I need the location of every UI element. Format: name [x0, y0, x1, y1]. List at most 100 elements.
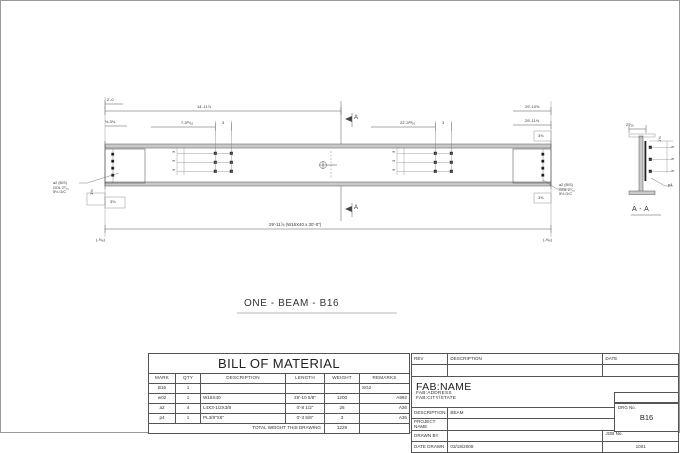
bom-cell-mark: B16 — [148, 382, 176, 394]
dim-edge-distance: 1¾ — [89, 189, 94, 195]
fab-city-state: FAB:CITY/STATE — [416, 396, 457, 402]
dim-bolt-spacing-2: 3 — [171, 159, 176, 162]
bom-cell-weight: 26 — [324, 402, 360, 414]
dim-top-left-small: 2'-0 — [107, 97, 114, 102]
bom-total-row: TOTAL WEIGHT THIS DRAWING 1229 — [148, 422, 410, 434]
note-right-connection: a2 (B/S) GOL 2⁷⁄₁₆ 5⅛ G/C — [559, 183, 575, 197]
bom-cell-length — [285, 382, 325, 394]
bom-col-description: DESCRIPTION — [200, 373, 286, 384]
bom-title: BILL OF MATERIAL — [148, 353, 410, 374]
bom-cell-mark: a2 — [148, 402, 176, 414]
dim-section-edge: 1¾ — [657, 136, 662, 142]
dim-right-edge-bottom: 3⅝ — [538, 195, 544, 200]
bom-cell-qty: 4 — [175, 402, 201, 414]
rev-row-rev — [410, 364, 449, 377]
bom-total-weight: 1229 — [324, 422, 360, 434]
bom-cell-mark: p4 — [148, 412, 176, 424]
dim-overall-length: 29'-11⅞ (W16X40 x 30'-0") — [269, 222, 322, 227]
rev-header-date: DATE — [602, 353, 679, 365]
bom-cell-qty: 1 — [175, 392, 201, 404]
field-value-date-drawn: 03/18/2008 — [447, 441, 604, 453]
bom-cell-weight: 1200 — [324, 392, 360, 404]
bom-cell-length: 0'-8 1/2" — [285, 402, 325, 414]
dim-first-group-spacing: 3 — [222, 120, 225, 125]
bom-col-weight: WEIGHT — [324, 373, 360, 384]
bom-cell-description: L4X3-1/2X3/8 — [200, 402, 286, 414]
drg-spacer-cell — [614, 392, 679, 403]
rev-row-date — [602, 364, 679, 377]
dim-first-bolt-group: 7-3¹¹⁄₁₆ — [181, 120, 194, 125]
bom-cell-weight: 3 — [324, 412, 360, 424]
dim-bolt-spacing-4: 3 — [391, 150, 396, 153]
fab-name: FAB:NAME — [416, 380, 472, 393]
bom-cell-remarks: A36 — [359, 412, 410, 424]
dim-right-overall-lower: 29'-11⅛ — [525, 118, 540, 123]
bill-of-material-table: BILL OF MATERIAL MARK QTY DESCRIPTION LE… — [148, 353, 410, 434]
bom-col-qty: QTY — [175, 373, 201, 384]
bom-cell-remarks: A36 — [359, 402, 410, 414]
section-part-tag: p4 — [668, 182, 673, 187]
bom-col-remarks: REMARKS — [359, 373, 410, 384]
rev-header-rev: REV — [410, 353, 449, 365]
table-row: p4 1 PL3/8"X6" 0'-3 5/8" 3 A36 — [148, 412, 410, 424]
dim-bolt-spacing-3: 3 — [171, 168, 176, 171]
dim-right-overall-upper: 29'-10⅝ — [525, 104, 540, 109]
bom-cell-description: W16X40 — [200, 392, 286, 404]
field-label-drawn-by: DRAWN BY — [410, 430, 449, 443]
bom-cell-remarks: A992 — [359, 392, 410, 404]
bom-cell-description — [200, 382, 286, 394]
dim-bolt-spacing-5: 3 — [391, 159, 396, 162]
note-left-connection: a2 (B/S) GOL 2⁷⁄₁₆ 5⅛ G/C — [53, 181, 69, 195]
page-title: ONE - BEAM - B16 — [244, 298, 340, 309]
dim-right-tick: (-⅝₆) — [543, 237, 552, 242]
fab-address: FAB:ADDRESS — [416, 391, 452, 397]
bom-header-row: MARK QTY DESCRIPTION LENGTH WEIGHT REMAR… — [148, 373, 410, 384]
table-row: a2 4 L4X3-1/2X3/8 0'-8 1/2" 26 A36 — [148, 402, 410, 414]
section-mark-a-top: A — [354, 115, 359, 121]
bom-cell-length: 29'-10 5/8" — [285, 392, 325, 404]
section-aa-label: A - A — [632, 206, 650, 213]
job-no-label: JOB No. — [602, 430, 679, 443]
field-label-project-name: PROJECT NAME — [410, 417, 449, 432]
field-label-date-drawn: DATE DRAWN — [410, 441, 449, 453]
bom-total-remarks — [359, 422, 410, 434]
dim-left-edge-bottom: 3⅛ — [110, 199, 116, 204]
date-drawn-row: DATE DRAWN 03/18/2008 1001 — [410, 441, 679, 453]
dim-overall-left: 14'-11⅞ — [197, 104, 212, 109]
dim-left-tick: (-⅝₆) — [96, 237, 105, 242]
dim-section-plate-top: 2⁹⁄₁₆ — [626, 122, 634, 127]
bom-cell-length: 0'-3 5/8" — [285, 412, 325, 424]
bom-col-mark: MARK — [148, 373, 176, 384]
rev-row-description — [447, 364, 604, 377]
table-row: w02 1 W16X40 29'-10 5/8" 1200 A992 — [148, 392, 410, 404]
bom-cell-weight — [324, 382, 360, 394]
dim-section-spacing-1: 3 — [670, 145, 675, 148]
section-mark-a-bottom: A — [354, 205, 359, 211]
dim-second-group-spacing: 3 — [442, 120, 445, 125]
bom-cell-mark: w02 — [148, 392, 176, 404]
dim-left-end-edge: ½-3¾ — [105, 119, 116, 124]
bom-cell-qty: 1 — [175, 382, 201, 394]
field-value-drawn-by — [447, 430, 604, 443]
dim-bolt-spacing-6: 3 — [391, 168, 396, 171]
bom-col-length: LENGTH — [285, 373, 325, 384]
dim-bolt-spacing-1: 3 — [171, 150, 176, 153]
revision-row — [410, 364, 679, 377]
revision-header-row: REV DESCRIPTION DATE — [410, 353, 679, 365]
bom-cell-description: PL3/8"X6" — [200, 412, 286, 424]
bom-total-label: TOTAL WEIGHT THIS DRAWING — [148, 422, 325, 434]
job-no-value: 1001 — [602, 441, 679, 453]
rev-header-description: DESCRIPTION — [447, 353, 604, 365]
beam-elevation-drawing — [79, 97, 673, 314]
drg-no-value: B16 — [639, 413, 654, 422]
drg-no-label: DRG No. — [618, 405, 636, 410]
dim-section-spacing-3: 3 — [670, 169, 675, 172]
drawn-by-row: DRAWN BY JOB No. — [410, 430, 679, 443]
dim-section-spacing-2: 3 — [670, 157, 675, 160]
bom-cell-remarks: SG2 — [359, 382, 410, 394]
table-row: B16 1 SG2 — [148, 382, 410, 394]
field-label-description: DESCRIPTION — [410, 407, 449, 419]
bom-cell-qty: 1 — [175, 412, 201, 424]
dim-right-edge-top: 3⅝ — [538, 133, 544, 138]
